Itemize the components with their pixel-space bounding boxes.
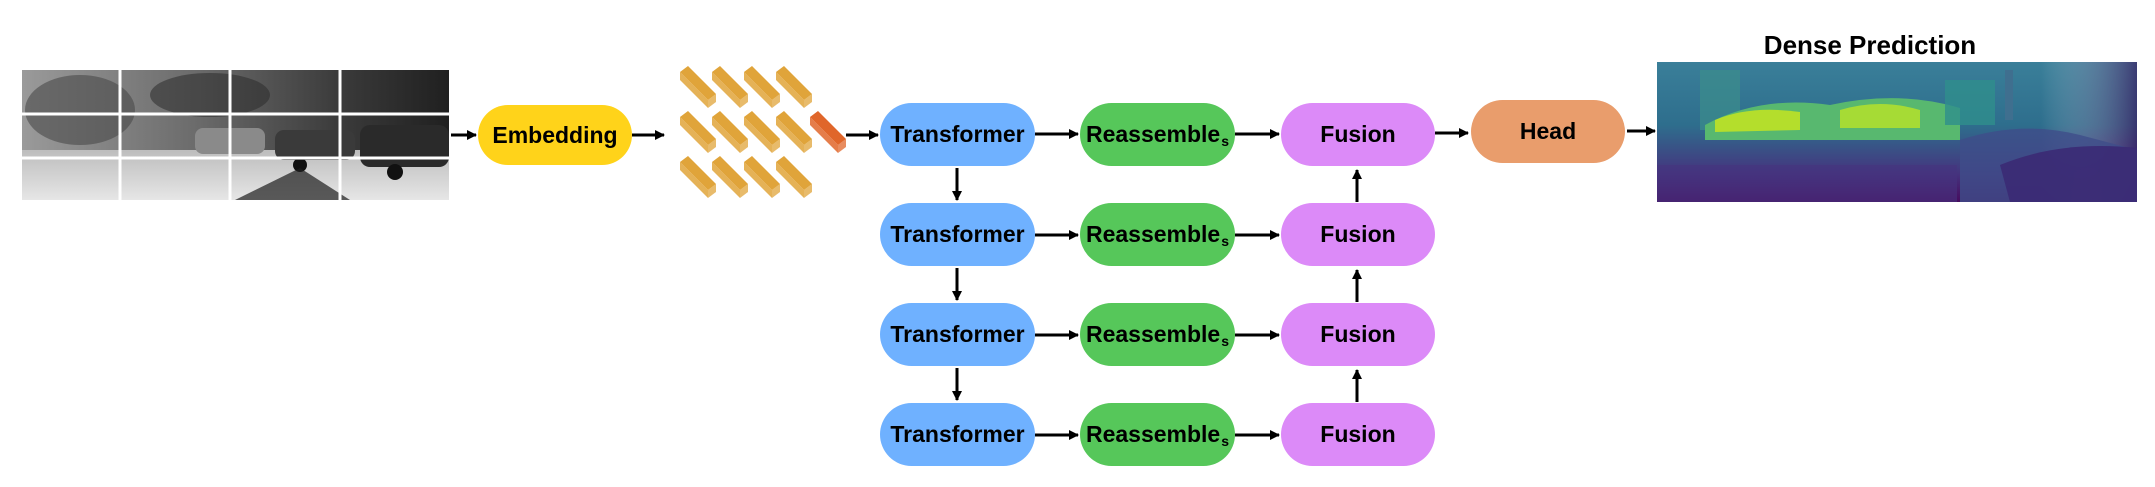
transformer-node-1: Transformer xyxy=(880,103,1035,166)
output-title: Dense Prediction xyxy=(1763,30,1977,60)
transformer-label: Transformer xyxy=(890,221,1025,247)
output-depth-map xyxy=(1657,62,2137,202)
embedding-node: Embedding xyxy=(478,105,632,165)
token xyxy=(744,111,780,153)
reassemble-subscript: s xyxy=(1221,332,1230,349)
token xyxy=(712,111,748,153)
reassemble-subscript: s xyxy=(1221,132,1230,149)
reassemble-subscript: s xyxy=(1221,232,1230,249)
tokens xyxy=(680,66,846,198)
transformer-node-3: Transformer xyxy=(880,303,1035,366)
token xyxy=(712,156,748,198)
transformer-node-4: Transformer xyxy=(880,403,1035,466)
fusion-label: Fusion xyxy=(1320,421,1396,447)
reassemble-label: Reassemble xyxy=(1085,221,1221,247)
token xyxy=(680,111,716,153)
token xyxy=(680,156,716,198)
reassemble-label: Reassemble xyxy=(1085,321,1221,347)
readout-token xyxy=(810,111,846,153)
fusion-node-3: Fusion xyxy=(1281,303,1435,366)
fusion-node-1: Fusion xyxy=(1281,103,1435,166)
arrows xyxy=(451,126,1656,440)
token xyxy=(712,66,748,108)
embedding-label: Embedding xyxy=(492,121,618,148)
head-node: Head xyxy=(1471,100,1625,163)
token xyxy=(744,66,780,108)
reassemble-subscript: s xyxy=(1221,432,1230,449)
fusion-label: Fusion xyxy=(1320,121,1396,147)
fusion-label: Fusion xyxy=(1320,321,1396,347)
fusion-label: Fusion xyxy=(1320,221,1396,247)
token xyxy=(744,156,780,198)
input-image xyxy=(22,70,449,200)
reassemble-label: Reassemble xyxy=(1085,421,1221,447)
transformer-label: Transformer xyxy=(890,421,1025,447)
token xyxy=(776,156,812,198)
reassemble-label: Reassemble xyxy=(1085,121,1221,147)
token xyxy=(776,66,812,108)
head-label: Head xyxy=(1519,118,1577,144)
transformer-label: Transformer xyxy=(890,321,1025,347)
transformer-label: Transformer xyxy=(890,121,1025,147)
token xyxy=(680,66,716,108)
token xyxy=(776,111,812,153)
fusion-node-2: Fusion xyxy=(1281,203,1435,266)
transformer-node-2: Transformer xyxy=(880,203,1035,266)
fusion-node-4: Fusion xyxy=(1281,403,1435,466)
